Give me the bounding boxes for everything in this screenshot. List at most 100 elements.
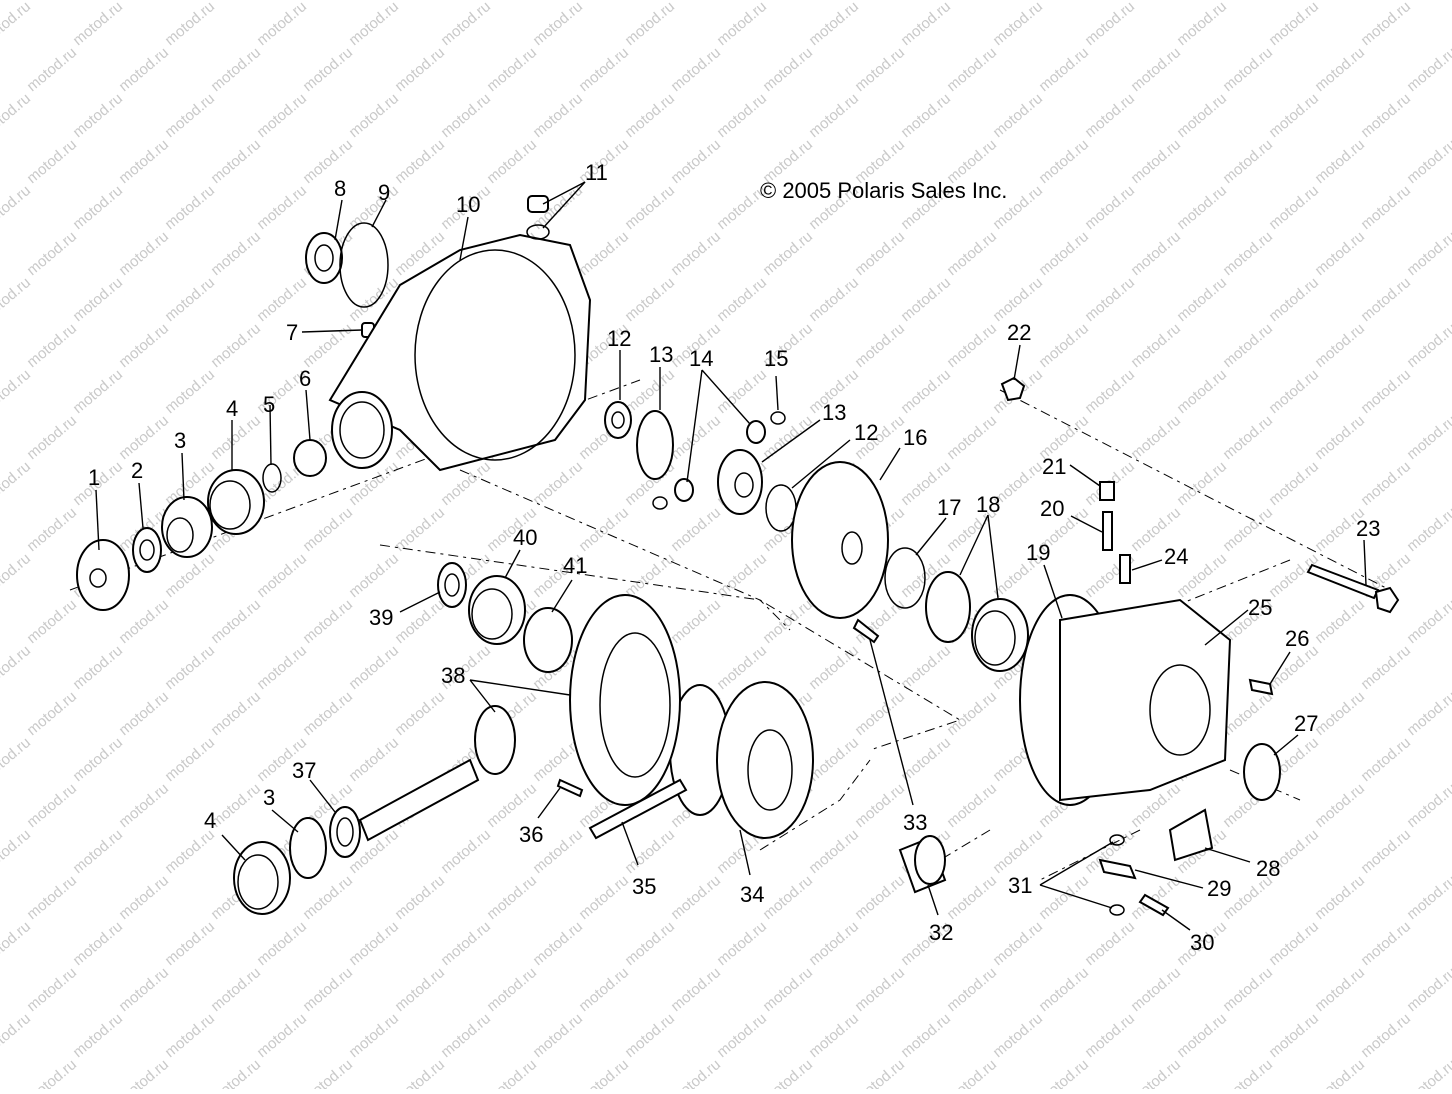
callout-20: 20 (1040, 496, 1064, 521)
watermark-text: motod.ru (760, 596, 816, 647)
watermark-text: motod.ru (162, 90, 218, 141)
watermark-text: motod.ru (254, 274, 310, 325)
watermark-text: motod.ru (1220, 964, 1276, 1015)
watermark-text: motod.ru (1266, 90, 1322, 141)
watermark-text: motod.ru (1266, 0, 1322, 49)
watermark-text: motod.ru (116, 596, 172, 647)
part-bearing-18 (925, 571, 1029, 672)
watermark-text: motod.ru (1220, 0, 1276, 3)
part-race-40 (468, 575, 526, 645)
watermark-text: motod.ru (1036, 228, 1092, 279)
watermark-text: motod.ru (300, 136, 356, 187)
watermark-text: motod.ru (898, 274, 954, 325)
watermark-text: motod.ru (622, 826, 678, 877)
watermark-text: motod.ru (438, 0, 494, 49)
watermark-text: motod.ru (438, 1010, 494, 1061)
part-washer-31 (1109, 834, 1125, 916)
watermark-text: motod.ru (254, 182, 310, 233)
watermark-text: motod.ru (346, 642, 402, 693)
watermark-text: motod.ru (1358, 90, 1414, 141)
watermark-text: motod.ru (714, 366, 770, 417)
watermark-text: motod.ru (484, 136, 540, 187)
watermark-text: motod.ru (0, 826, 34, 877)
watermark-text: motod.ru (0, 366, 34, 417)
watermark-text: motod.ru (346, 90, 402, 141)
watermark-text: motod.ru (714, 1010, 770, 1061)
watermark-text: motod.ru (116, 320, 172, 371)
watermark-text: motod.ru (898, 642, 954, 693)
watermark-text: motod.ru (944, 44, 1000, 95)
watermark-text: motod.ru (1082, 90, 1138, 141)
watermark-text: motod.ru (1220, 136, 1276, 187)
watermark-text: motod.ru (1358, 734, 1414, 785)
callout-9: 9 (378, 180, 390, 205)
watermark-text: motod.ru (1036, 872, 1092, 923)
watermark-text: motod.ru (1312, 1056, 1368, 1089)
watermark-text: motod.ru (714, 90, 770, 141)
watermark-text: motod.ru (300, 504, 356, 555)
watermark-text: motod.ru (24, 964, 80, 1015)
watermark-text: motod.ru (162, 366, 218, 417)
part-bolt-33 (852, 618, 880, 644)
part-bearing-41 (523, 607, 573, 673)
watermark-text: motod.ru (254, 550, 310, 601)
watermark-text: motod.ru (944, 1056, 1000, 1089)
watermark-text: motod.ru (1036, 1056, 1092, 1089)
watermark-text: motod.ru (1266, 366, 1322, 417)
watermark-text: motod.ru (162, 274, 218, 325)
callout-10: 10 (456, 192, 480, 217)
watermark-text: motod.ru (668, 1056, 724, 1089)
watermark-text: motod.ru (208, 688, 264, 739)
watermark-text: motod.ru (1312, 44, 1368, 95)
watermark-text: motod.ru (162, 1010, 218, 1061)
callout-3: 3 (174, 428, 186, 453)
watermark-text: motod.ru (1174, 1010, 1230, 1061)
watermark-text: motod.ru (0, 550, 34, 601)
watermark-text: motod.ru (1404, 688, 1452, 739)
watermark-text: motod.ru (898, 1010, 954, 1061)
part-pin-20 (1102, 511, 1113, 551)
watermark-text: motod.ru (1036, 320, 1092, 371)
watermark-text: motod.ru (116, 228, 172, 279)
watermark-text: motod.ru (714, 0, 770, 49)
watermark-text: motod.ru (346, 0, 402, 49)
callout-5: 5 (263, 392, 275, 417)
callout-3-lower: 3 (263, 785, 275, 810)
watermark-text: motod.ru (576, 1056, 632, 1089)
watermark-text: motod.ru (576, 0, 632, 3)
watermark-text: motod.ru (576, 228, 632, 279)
watermark-text: motod.ru (1266, 550, 1322, 601)
watermark-text: motod.ru (898, 366, 954, 417)
part-bearing-3-upper (161, 496, 213, 558)
watermark-text: motod.ru (1404, 320, 1452, 371)
watermark-text: motod.ru (668, 872, 724, 923)
watermark-text: motod.ru (300, 0, 356, 3)
watermark-text: motod.ru (1220, 320, 1276, 371)
watermark-text: motod.ru (1128, 872, 1184, 923)
watermark-text: motod.ru (208, 228, 264, 279)
watermark-text: motod.ru (1404, 136, 1452, 187)
watermark-text: motod.ru (162, 918, 218, 969)
watermark-text: motod.ru (392, 596, 448, 647)
watermark-text: motod.ru (116, 780, 172, 831)
watermark-text: motod.ru (254, 918, 310, 969)
watermark-text: motod.ru (806, 274, 862, 325)
watermark-text: motod.ru (346, 1010, 402, 1061)
part-bracket-29 (1098, 858, 1137, 880)
watermark-text: motod.ru (668, 228, 724, 279)
watermark-text: motod.ru (24, 688, 80, 739)
watermark-text: motod.ru (254, 642, 310, 693)
watermark-text: motod.ru (1358, 366, 1414, 417)
watermark-text: motod.ru (24, 228, 80, 279)
part-screw-30 (1138, 893, 1170, 917)
watermark-text: motod.ru (1404, 964, 1452, 1015)
watermark-text: motod.ru (300, 596, 356, 647)
watermark-text: motod.ru (70, 826, 126, 877)
watermark-text: motod.ru (1266, 1010, 1322, 1061)
part-race-4-upper (207, 469, 265, 535)
watermark-text: motod.ru (1404, 780, 1452, 831)
watermark-text: motod.ru (1404, 44, 1452, 95)
callout-4: 4 (226, 396, 238, 421)
